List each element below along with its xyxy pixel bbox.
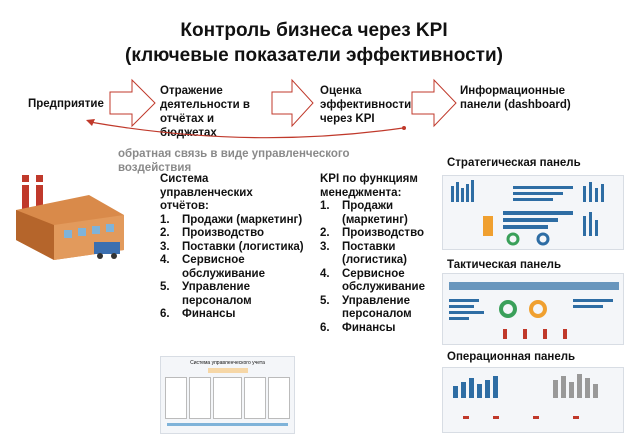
tactical-dashboard-thumbnail [442,273,624,345]
step-enterprise: Предприятие [28,98,104,110]
arrow-icon [411,78,457,128]
step-reports: Отражение деятельности в отчётах и бюдже… [160,85,250,139]
list-item: 2.Производство [160,227,265,239]
list-item: 4.Сервисное обслуживание [160,254,266,280]
diagram-title: Система управленческого учета [190,360,265,366]
factory-icon [16,175,124,260]
operational-dashboard-thumbnail [442,367,624,433]
arrow-icon [109,78,156,128]
list-item: 5.Управление персоналом [160,281,252,307]
operational-panel-title: Операционная панель [447,351,576,363]
list-item: 3.Поставки (логистика) [160,240,304,253]
strategic-panel-title: Стратегическая панель [447,157,581,169]
list-item: 6.Финансы [160,308,236,320]
list-item: 4.Сервисное обслуживание [320,267,426,294]
accounting-diagram-thumbnail: Система управленческого учета [160,356,295,434]
process-arrows [86,78,457,139]
kpi-list: KPI по функциям менеджмента: 1.Продажи (… [320,173,440,335]
list-item: 1.Продажи (маркетинг) [160,213,303,226]
strategic-dashboard-thumbnail [442,175,624,250]
list-item: 6.Финансы [320,321,396,334]
reports-heading: Система управленческих отчётов: [160,173,253,212]
arrowhead-icon [86,119,95,126]
title-line-2: (ключевые показатели эффективности) [125,45,503,66]
step-kpi: Оценка эффективности через KPI [320,85,412,125]
feedback-curve [89,121,404,139]
kpi-heading: KPI по функциям менеджмента: [320,173,418,199]
reports-list: Система управленческих отчётов: 1.Продаж… [160,173,310,322]
tactical-panel-title: Тактическая панель [447,259,562,271]
list-item: 3.Поставки (логистика) [320,240,407,267]
title-line-1: Контроль бизнеса через KPI [180,20,448,41]
list-item: 5.Управление персоналом [320,294,412,321]
feedback-label: обратная связь в виде управленческого во… [118,148,350,174]
arrow-icon [271,78,314,128]
step-dashboard: Информационные панели (dashboard) [460,85,571,111]
list-item: 1.Продажи (маркетинг) [320,200,408,226]
list-item: 2.Производство [320,227,425,239]
